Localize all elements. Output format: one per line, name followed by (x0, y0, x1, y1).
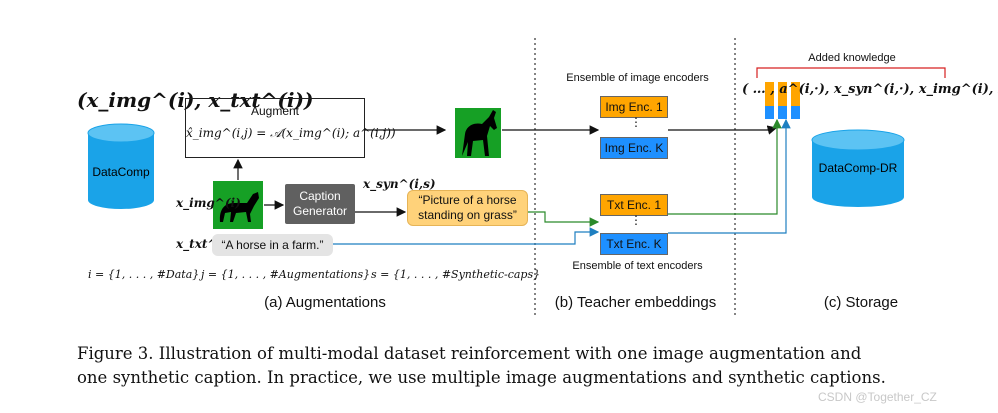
watermark: CSDN @Together_CZ (818, 390, 937, 404)
pair-label: (x_img^(i), x_txt^(i)) (77, 88, 314, 112)
added-knowledge-bracket (756, 67, 946, 78)
text-caption-bubble: “A horse in a farm.” (212, 234, 333, 256)
embedding-bars (765, 82, 800, 119)
added-knowledge-label: Added knowledge (808, 52, 896, 64)
section-label-storage: (c) Storage (823, 294, 899, 311)
augmented-horse-image (455, 108, 501, 158)
caption-generator-box: Caption Generator (285, 184, 355, 224)
augment-box: Augment x̂_img^(i,j) = 𝒜(x_img^(i); a^(i… (185, 98, 396, 158)
image-ensemble-title: Ensemble of image encoders (566, 72, 709, 84)
original-horse-image (213, 181, 263, 229)
figure-caption-line1: Figure 3. Illustration of multi-modal da… (77, 344, 862, 363)
datacomp-dr-label: DataComp-DR (818, 161, 898, 175)
datacomp-dr-cylinder (811, 129, 905, 207)
x-syn-label: x_syn^(i,s) (363, 177, 436, 191)
index-j-label: j = {1, . . . , #Augmentations} (201, 268, 371, 281)
img-enc-ellipsis: ⋮ (630, 115, 642, 129)
synthetic-caption-bubble: “Picture of a horse standing on grass” (407, 190, 528, 226)
index-i-label: i = {1, . . . , #Data} (88, 268, 200, 281)
section-label-augmentations: (a) Augmentations (264, 294, 386, 311)
txt-enc-ellipsis: ⋮ (630, 213, 642, 227)
x-img-label: x_img^(i) (176, 196, 241, 210)
txt-enc-k: Txt Enc. K (600, 233, 668, 255)
figure-caption: Figure 3. Illustration of multi-modal da… (77, 342, 982, 390)
img-enc-1: Img Enc. 1 (600, 96, 668, 118)
figure-caption-line2: one synthetic caption. In practice, we u… (77, 368, 886, 387)
img-enc-k: Img Enc. K (600, 137, 668, 159)
augment-title: Augment (250, 104, 300, 118)
txt-enc-1: Txt Enc. 1 (600, 194, 668, 216)
section-label-teacher: (b) Teacher embeddings (554, 294, 717, 311)
index-s-label: s = {1, . . . , #Synthetic-caps} (371, 268, 541, 281)
storage-tuple-label: ( … , a^(i,·), x_syn^(i,·), x_img^(i), x… (742, 82, 998, 97)
datacomp-label: DataComp (92, 165, 150, 179)
datacomp-cylinder (87, 123, 155, 209)
augment-formula: x̂_img^(i,j) = 𝒜(x_img^(i); a^(i,j)) (186, 126, 396, 140)
text-ensemble-title: Ensemble of text encoders (572, 260, 703, 272)
